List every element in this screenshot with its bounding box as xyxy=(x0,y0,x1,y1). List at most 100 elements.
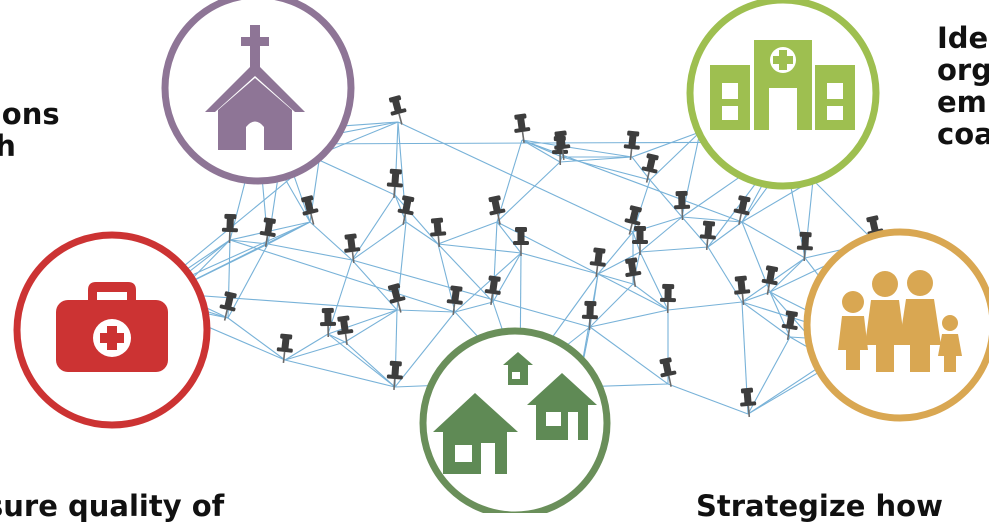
pushpin-icon xyxy=(386,168,403,199)
network-edge xyxy=(561,156,651,181)
network-edge xyxy=(667,383,749,415)
pushpin-icon xyxy=(581,300,598,331)
network-edge xyxy=(229,239,456,313)
text-block-right-top: Ide org em coa xyxy=(937,21,989,151)
network-pins xyxy=(141,95,884,418)
pushpin-icon xyxy=(276,333,293,364)
pushpin-icon xyxy=(484,275,501,305)
pushpin-icon xyxy=(781,310,798,340)
pushpin-icon xyxy=(674,190,691,221)
pushpin-icon xyxy=(740,387,757,418)
pushpin-icon xyxy=(659,357,677,387)
network-edge xyxy=(284,333,329,361)
pushpin-icon xyxy=(734,275,751,306)
network-edge xyxy=(667,301,743,311)
network-edge xyxy=(812,179,876,243)
pushpin-icon xyxy=(387,283,406,313)
pushpin-icon xyxy=(589,247,606,277)
network-edge xyxy=(632,283,669,311)
pushpin-icon xyxy=(641,153,659,183)
network-edge xyxy=(769,291,791,338)
pushpin-icon xyxy=(623,130,640,161)
pushpin-icon xyxy=(659,283,676,314)
network-edge xyxy=(405,221,439,245)
pushpin-icon xyxy=(386,360,403,391)
pushpin-icon xyxy=(344,233,361,263)
hospital-icon xyxy=(710,40,855,130)
network-edge xyxy=(396,309,456,313)
network-edge xyxy=(496,139,523,223)
pushpin-icon xyxy=(430,217,447,248)
pushpin-icon xyxy=(320,307,337,338)
network-edge xyxy=(631,156,651,181)
network-edge xyxy=(681,216,709,248)
pushpin-icon xyxy=(796,231,813,262)
network-edge xyxy=(454,252,522,313)
network-edge xyxy=(649,131,701,181)
pushpin-icon xyxy=(219,291,237,321)
network-edge xyxy=(309,221,353,261)
church-node xyxy=(161,0,355,185)
network-edge xyxy=(707,221,743,248)
medical-kit-icon xyxy=(56,282,168,372)
network-edge xyxy=(741,301,791,338)
pushpin-icon xyxy=(699,220,716,251)
family-node xyxy=(803,228,989,422)
network-edge xyxy=(227,317,286,361)
text-block-bottom-left: sure quality of xyxy=(0,489,225,523)
network-edge xyxy=(496,161,561,223)
pushpin-icon xyxy=(397,195,415,225)
houses-node xyxy=(419,327,611,513)
network-edge xyxy=(344,309,398,343)
network-edge xyxy=(437,243,494,303)
church-icon xyxy=(205,25,305,150)
network-edge xyxy=(741,291,771,303)
network-edge xyxy=(437,221,498,245)
network-edge xyxy=(589,309,669,328)
pushpin-icon xyxy=(554,130,571,160)
network-edge xyxy=(351,221,407,261)
network-edge xyxy=(649,179,683,218)
pushpin-icon xyxy=(514,113,531,143)
network-edge xyxy=(176,293,398,311)
pushpin-icon xyxy=(259,217,276,247)
network-edge xyxy=(639,246,709,253)
pushpin-icon xyxy=(301,195,319,225)
network-edge xyxy=(351,259,591,328)
network-edge xyxy=(741,221,806,259)
pushpin-icon xyxy=(221,213,238,244)
pushpin-icon xyxy=(488,195,506,225)
network-edge xyxy=(496,221,522,254)
medical-kit-node xyxy=(13,231,211,429)
network-edge xyxy=(344,341,396,388)
network-edge xyxy=(521,139,561,163)
pushpin-icon xyxy=(388,95,407,125)
pushpin-icon xyxy=(625,257,642,287)
text-block-left-top: tions ch xyxy=(0,97,60,163)
pushpin-icon xyxy=(337,315,354,345)
network-edge xyxy=(589,326,669,385)
network-edge xyxy=(437,243,522,254)
network-edge xyxy=(327,259,353,335)
houses-icon xyxy=(433,352,597,474)
network-edge xyxy=(520,252,599,275)
hospital-node xyxy=(686,0,880,190)
pushpin-icon xyxy=(624,205,642,235)
network-edge xyxy=(597,231,634,275)
network-edge xyxy=(327,333,346,343)
network-edge xyxy=(681,216,743,223)
network-edge xyxy=(397,121,634,233)
network-edge xyxy=(327,333,396,388)
network-edge xyxy=(284,341,346,361)
network-edge xyxy=(559,156,633,163)
pushpin-icon xyxy=(446,285,463,315)
network-edge xyxy=(351,259,398,311)
network-edge xyxy=(394,311,456,388)
network-edge xyxy=(327,309,398,335)
network-edge xyxy=(284,359,396,388)
family-icon xyxy=(838,270,962,372)
network-edge xyxy=(597,273,634,285)
pushpin-icon xyxy=(632,226,648,255)
network-edge xyxy=(631,131,701,158)
